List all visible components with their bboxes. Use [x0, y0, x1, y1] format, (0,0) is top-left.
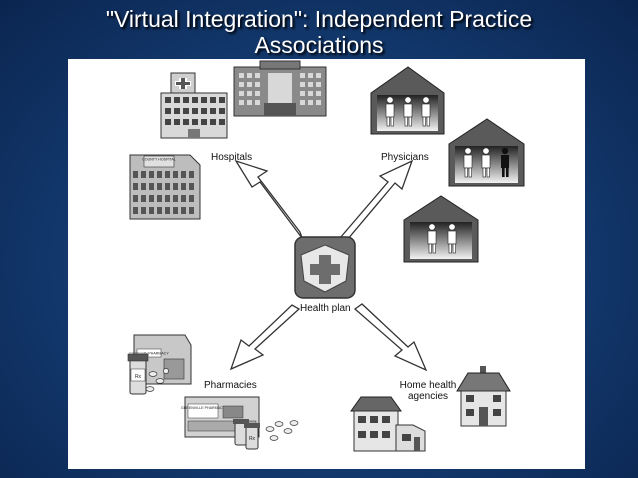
- label-physicians: Physicians: [381, 152, 429, 163]
- pill-bottle-icon: Rx: [127, 353, 149, 395]
- rx-label-1: Rx: [135, 374, 142, 380]
- slide-title-line-1: "Virtual Integration": Independent Pract…: [105, 6, 533, 32]
- slide-title-line-2: Associations: [254, 32, 384, 58]
- arrow-to-home-health: [353, 303, 428, 372]
- county-hospital-icon: COUNTY HOSPITAL: [129, 154, 201, 220]
- label-pharmacies: Pharmacies: [204, 380, 257, 391]
- pills-cluster-2-icon: [265, 420, 299, 441]
- hospital-building-small-icon: [160, 72, 228, 139]
- label-hospitals: Hospitals: [211, 152, 253, 163]
- hospital-building-large-icon: [233, 60, 327, 117]
- community-pharmacy-sign-text: Community PHARMACY: [129, 352, 169, 356]
- health-plan-icon: [294, 236, 356, 299]
- label-home-health-agencies: Home health agencies: [399, 380, 457, 402]
- physicians-office-1-icon: [370, 66, 445, 135]
- pills-cluster-1-icon: [145, 368, 169, 392]
- greenville-pharmacy-sign-text: GREENVILLE PHARMACY: [181, 406, 226, 410]
- label-health-plan: Health plan: [300, 303, 351, 314]
- physicians-office-3-icon: [403, 195, 479, 263]
- arrow-to-physicians: [338, 159, 414, 241]
- slide-title: "Virtual Integration": Independent Pract…: [0, 6, 638, 58]
- arrow-to-hospitals: [234, 159, 303, 239]
- rx-label-2: Rx: [249, 436, 256, 442]
- physicians-office-2-icon: [448, 118, 525, 187]
- home-health-house-2-icon: [456, 366, 511, 427]
- pill-bottle-2-icon: Rx: [233, 419, 260, 450]
- diagram-canvas: COUNTY HOSPITAL: [127, 60, 525, 452]
- county-hospital-sign-text: COUNTY HOSPITAL: [142, 158, 176, 162]
- home-health-house-1-icon: [350, 396, 426, 452]
- diagram-panel: COUNTY HOSPITAL: [68, 59, 585, 469]
- arrow-to-pharmacies: [229, 304, 301, 371]
